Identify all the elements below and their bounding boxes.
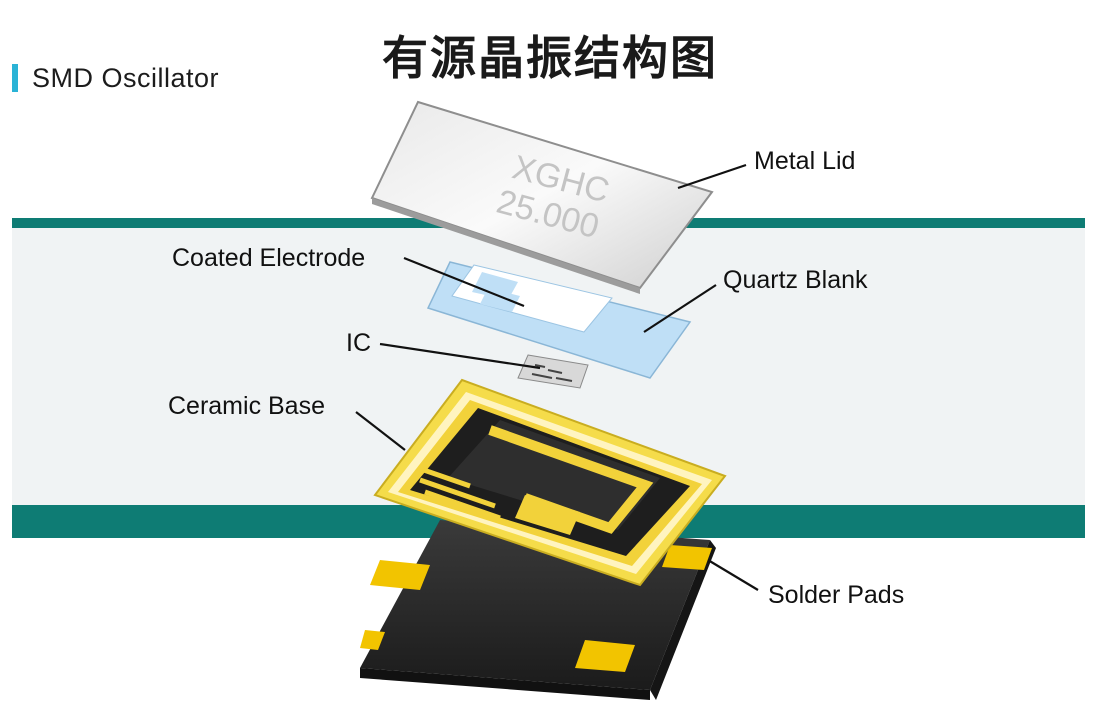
page-title: 有源晶振结构图 (382, 31, 718, 85)
label-quartz-blank: Quartz Blank (723, 266, 868, 294)
metal-lid: XGHC 25.000 (370, 100, 714, 294)
ic-chip (517, 354, 589, 389)
label-solder-pads: Solder Pads (768, 581, 905, 609)
leader-ceramic-base (355, 411, 406, 451)
subtitle: SMD Oscillator (32, 62, 220, 93)
leader-solder-pads (707, 559, 759, 591)
label-ic: IC (346, 329, 371, 357)
leader-lines (355, 163, 759, 591)
subtitle-accent-bar (12, 64, 18, 92)
leader-quartz-blank (643, 284, 717, 333)
label-ceramic-base: Ceramic Base (168, 392, 325, 420)
leader-ic (379, 342, 541, 370)
label-metal-lid: Metal Lid (754, 147, 856, 175)
quartz-blank (426, 261, 692, 379)
ceramic-base (373, 378, 727, 587)
label-coated-electrode: Coated Electrode (172, 244, 366, 272)
leader-coated-electrode (403, 256, 525, 308)
leader-metal-lid (677, 163, 747, 190)
subtitle-group: SMD Oscillator (12, 62, 219, 94)
solder-pads (360, 545, 712, 672)
